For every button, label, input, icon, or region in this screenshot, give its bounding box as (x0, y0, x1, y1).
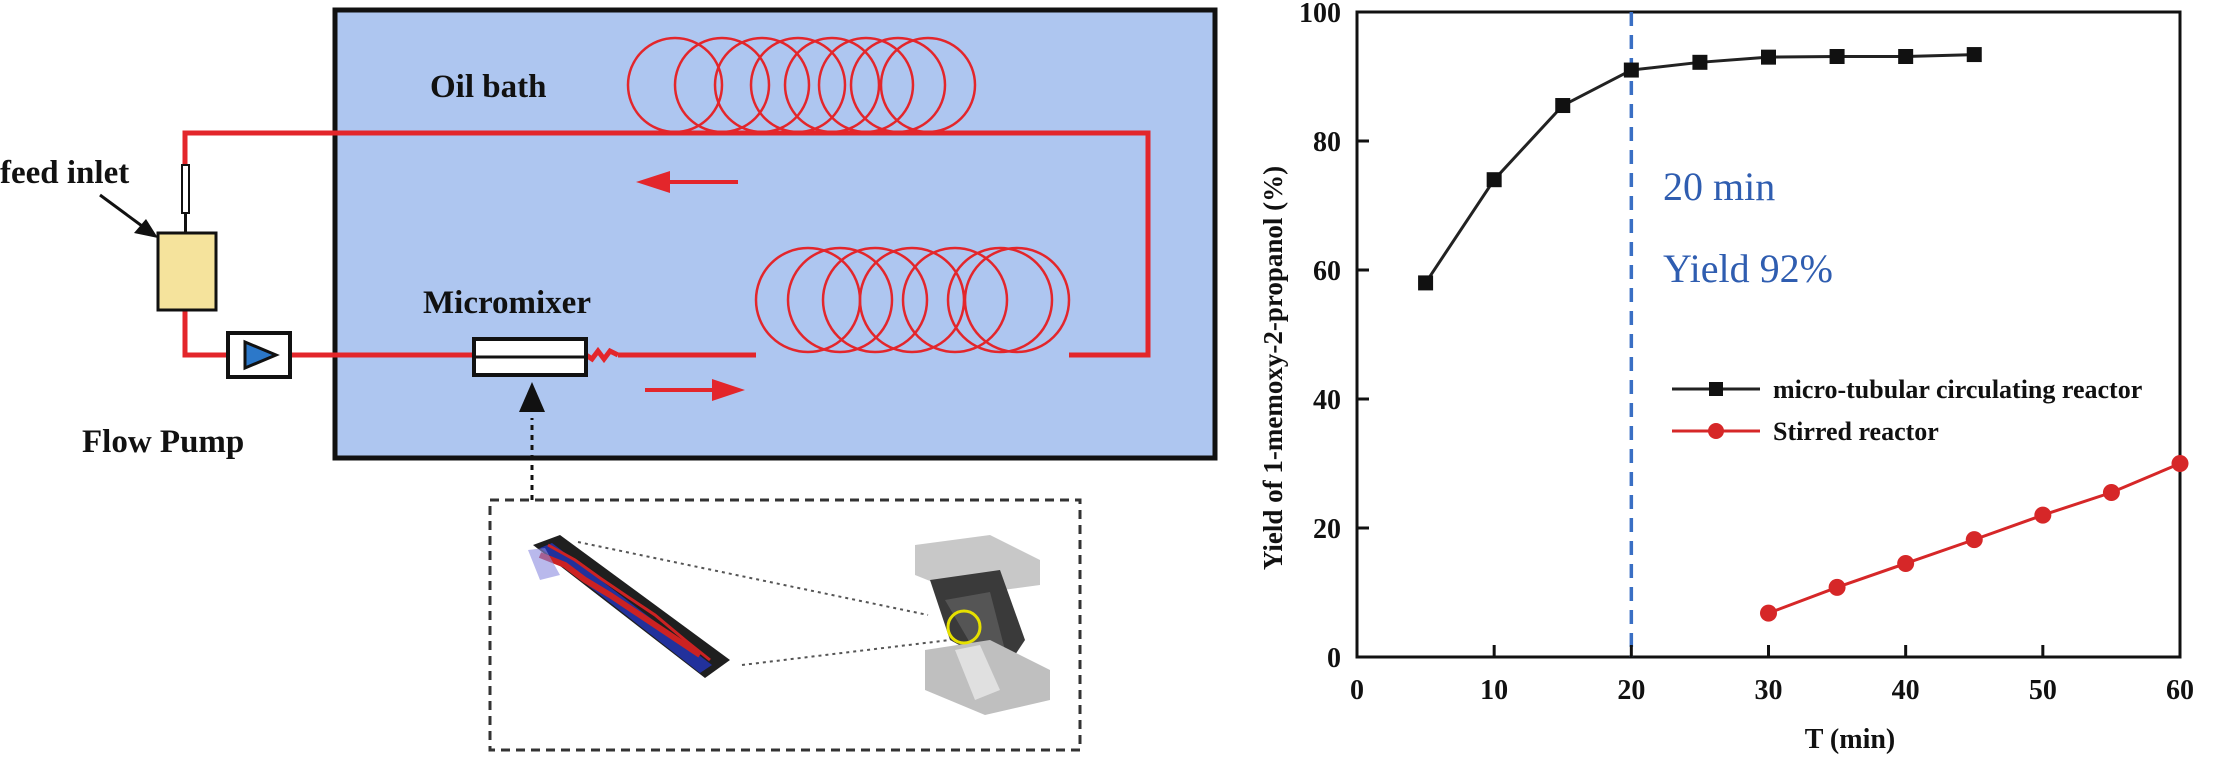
micromixer-detail-inset (488, 498, 1082, 752)
mixer-3d-part-image (915, 535, 1050, 715)
legend: micro-tubular circulating reactor Stirre… (1672, 375, 2142, 446)
y-tick-label: 20 (1313, 514, 1341, 545)
data-point (1829, 49, 1845, 65)
plot-area (1355, 10, 2182, 659)
x-tick-label: 30 (1755, 675, 1783, 706)
x-tick-label: 20 (1617, 675, 1645, 706)
yield-chart: 0 10 20 30 40 50 60 0 20 40 60 80 100 20 min Yield 9… (1258, 0, 2194, 755)
data-point (1761, 49, 1776, 65)
data-point (2171, 455, 2189, 472)
data-point (1555, 98, 1571, 114)
annotation-yield: Yield 92% (1663, 246, 1833, 291)
legend-marker-micro (1709, 382, 1723, 396)
x-tick-label: 10 (1480, 675, 1508, 706)
flow-pump (226, 331, 292, 379)
legend-label-stirred: Stirred reactor (1773, 417, 1939, 446)
syringe-needle (181, 164, 190, 233)
x-tick-label: 50 (2029, 675, 2057, 706)
series-micro-tubular (1418, 47, 1982, 291)
tubing-loop (182, 130, 1151, 364)
channel-zoom-image (528, 535, 730, 678)
series-stirred (1760, 455, 2189, 622)
data-point (1965, 531, 1983, 549)
annotation-time: 20 min (1663, 164, 1775, 209)
data-point (1418, 275, 1434, 291)
x-tick-label: 40 (1892, 675, 1920, 706)
data-point (1692, 54, 1708, 70)
flow-pump-label: Flow Pump (82, 424, 244, 460)
y-tick-label: 40 (1313, 385, 1341, 416)
y-tick-label: 60 (1313, 256, 1341, 287)
plot-frame (1355, 10, 2182, 659)
y-tick-label: 0 (1327, 643, 1341, 674)
feed-reservoir (156, 231, 218, 312)
micromixer-label: Micromixer (423, 285, 591, 321)
data-point (1828, 578, 1846, 596)
x-tick-label: 60 (2166, 675, 2194, 706)
data-point (2102, 484, 2120, 502)
data-point (2034, 506, 2052, 524)
feed-inlet-label: feed inlet (0, 155, 129, 191)
detail-pointer (519, 382, 545, 500)
oil-bath-label: Oil bath (430, 69, 546, 105)
data-point (1966, 47, 1982, 63)
legend-marker-stirred (1708, 423, 1724, 439)
y-tick-label: 100 (1299, 0, 1341, 29)
feed-inlet-arrow (99, 193, 158, 238)
data-point (1486, 172, 1502, 188)
flow-arrow-left (636, 171, 738, 193)
y-tick-label: 80 (1313, 127, 1341, 158)
legend-label-micro: micro-tubular circulating reactor (1773, 375, 2142, 404)
y-axis-label: Yield of 1-memoxy-2-propanol (%) (1258, 166, 1288, 570)
data-point (1897, 554, 1915, 572)
lower-coil (754, 246, 1071, 354)
x-tick-label: 0 (1350, 675, 1364, 706)
process-diagram: Oil bath Micromixer (0, 7, 1218, 752)
data-point (1623, 62, 1639, 78)
flow-arrow-right (645, 379, 745, 401)
micromixer-block (472, 337, 588, 377)
data-point (1898, 49, 1914, 65)
data-point (1760, 604, 1777, 622)
oil-bath-box (332, 7, 1218, 461)
x-axis-label: T (min) (1805, 724, 1896, 755)
